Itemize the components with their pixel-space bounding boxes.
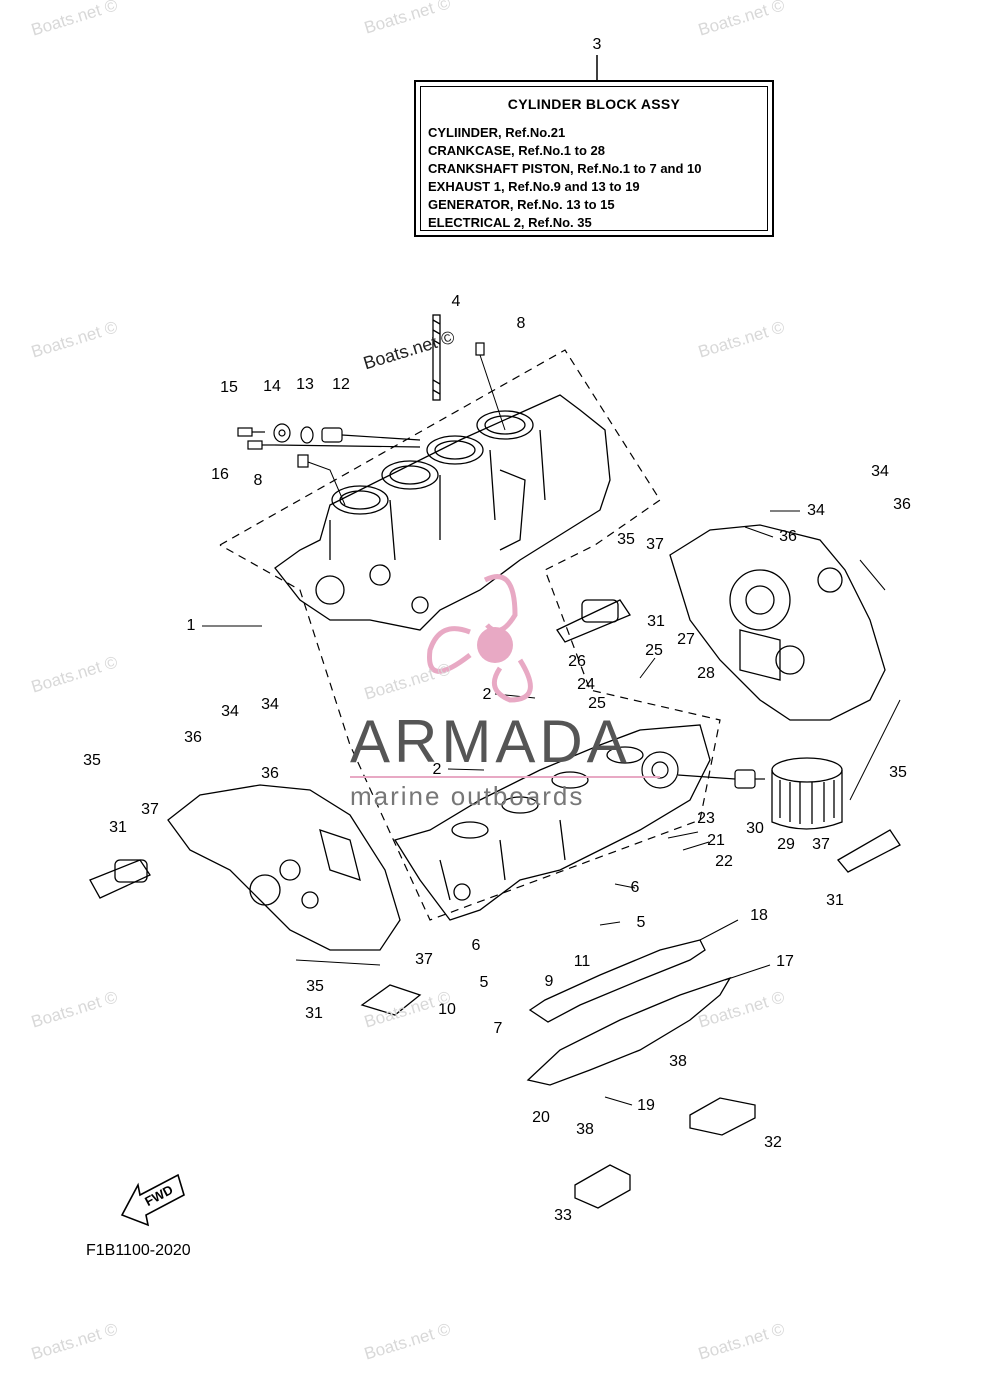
callout-number: 24 xyxy=(577,676,595,693)
legend-line: CYLIINDER, Ref.No.21 xyxy=(428,125,566,140)
callout-number: 38 xyxy=(669,1053,687,1070)
callout-leaders xyxy=(202,510,901,1106)
right-side-cover xyxy=(669,524,886,721)
callout-number: 36 xyxy=(261,765,279,782)
callout-number: 8 xyxy=(253,472,263,489)
callout-number: 25 xyxy=(588,695,606,712)
legend-line: ELECTRICAL 2, Ref.No. 35 xyxy=(428,215,592,230)
callout-number: 32 xyxy=(764,1134,782,1151)
callout-3: 3 xyxy=(592,36,602,53)
legend-line: CRANKSHAFT PISTON, Ref.No.1 to 7 and 10 xyxy=(428,161,702,176)
stud-bolt xyxy=(432,314,441,401)
dowel-leader xyxy=(307,461,346,506)
oil-filter xyxy=(771,757,843,830)
callout-number: 36 xyxy=(893,496,911,513)
callout-number: 34 xyxy=(261,696,279,713)
diagram-code: F1B1100-2020 xyxy=(86,1242,191,1259)
callout-number: 34 xyxy=(221,703,239,720)
callout-number: 20 xyxy=(532,1109,550,1126)
callout-number: 31 xyxy=(305,1005,323,1022)
callout-number: 6 xyxy=(630,879,640,896)
callout-number: 31 xyxy=(647,613,665,630)
lower-crankcase xyxy=(393,724,711,921)
callout-number: 2 xyxy=(432,761,442,778)
cylinder-block xyxy=(274,394,611,631)
callout-number: 1 xyxy=(186,617,196,634)
callout-number: 27 xyxy=(677,631,695,648)
callout-number: 36 xyxy=(779,528,797,545)
callout-number: 14 xyxy=(263,378,281,395)
propeller-logo-mark xyxy=(427,574,533,703)
dowel-pin xyxy=(297,454,309,468)
callout-number: 31 xyxy=(826,892,844,909)
callout-number: 37 xyxy=(812,836,830,853)
callout-number: 35 xyxy=(306,978,324,995)
callout-number: 4 xyxy=(451,293,461,310)
callout-number: 35 xyxy=(83,752,101,769)
callout-number: 15 xyxy=(220,379,238,396)
logo-tagline: marine outboards xyxy=(350,781,585,811)
callout-number: 19 xyxy=(637,1097,655,1114)
callout-number: 16 xyxy=(211,466,229,483)
callout-number: 30 xyxy=(746,820,764,837)
callout-number: 34 xyxy=(807,502,825,519)
callout-number: 22 xyxy=(715,853,733,870)
callout-number: 33 xyxy=(554,1207,572,1224)
callout-number: 5 xyxy=(479,974,489,991)
callout-number: 12 xyxy=(332,376,350,393)
callout-number: 37 xyxy=(141,801,159,818)
rubber-feet xyxy=(574,1097,756,1209)
callout-number: 28 xyxy=(697,665,715,682)
legend-box: CYLINDER BLOCK ASSY CYLIINDER, Ref.No.21… xyxy=(414,80,774,237)
callout-number: 6 xyxy=(471,937,481,954)
oil-fitting xyxy=(641,751,765,789)
callout-number: 35 xyxy=(617,531,635,548)
callout-number: 21 xyxy=(707,832,725,849)
callout-number: 7 xyxy=(493,1020,503,1037)
callout-number: 37 xyxy=(646,536,664,553)
legend-title: CYLINDER BLOCK ASSY xyxy=(507,96,681,112)
callout-number: 17 xyxy=(776,953,794,970)
engine-mount xyxy=(89,599,901,1016)
oil-pan-gasket xyxy=(526,939,732,1086)
left-side-cover xyxy=(167,784,401,951)
callout-number: 2 xyxy=(482,686,492,703)
callout-number: 11 xyxy=(573,953,591,970)
legend-line: EXHAUST 1, Ref.No.9 and 13 to 19 xyxy=(428,179,640,194)
callout-number: 13 xyxy=(296,376,314,393)
callout-number: 8 xyxy=(516,315,526,332)
callout-number: 5 xyxy=(636,914,646,931)
legend-line: GENERATOR, Ref.No. 13 to 15 xyxy=(428,197,615,212)
dowel-pin xyxy=(475,342,485,356)
callout-number: 37 xyxy=(415,951,433,968)
callout-number: 29 xyxy=(777,836,795,853)
dowel-leader xyxy=(479,354,506,431)
logo-wordmark: ARMADA xyxy=(350,708,631,775)
callout-number: 26 xyxy=(568,653,586,670)
callout-number: 9 xyxy=(544,973,554,990)
callout-number: 10 xyxy=(438,1001,456,1018)
callout-number: 35 xyxy=(889,764,907,781)
fitting-parts-12-16 xyxy=(237,423,421,450)
forward-direction-arrow xyxy=(120,1173,185,1227)
legend-line: CRANKCASE, Ref.No.1 to 28 xyxy=(428,143,605,158)
callout-number: 31 xyxy=(109,819,127,836)
callout-number: 34 xyxy=(871,463,889,480)
callout-number: 23 xyxy=(697,810,715,827)
callout-number: 36 xyxy=(184,729,202,746)
callout-number: 38 xyxy=(576,1121,594,1138)
assembly-dashed-outline xyxy=(219,349,721,921)
callout-number: 25 xyxy=(645,642,663,659)
callout-number: 18 xyxy=(750,907,768,924)
